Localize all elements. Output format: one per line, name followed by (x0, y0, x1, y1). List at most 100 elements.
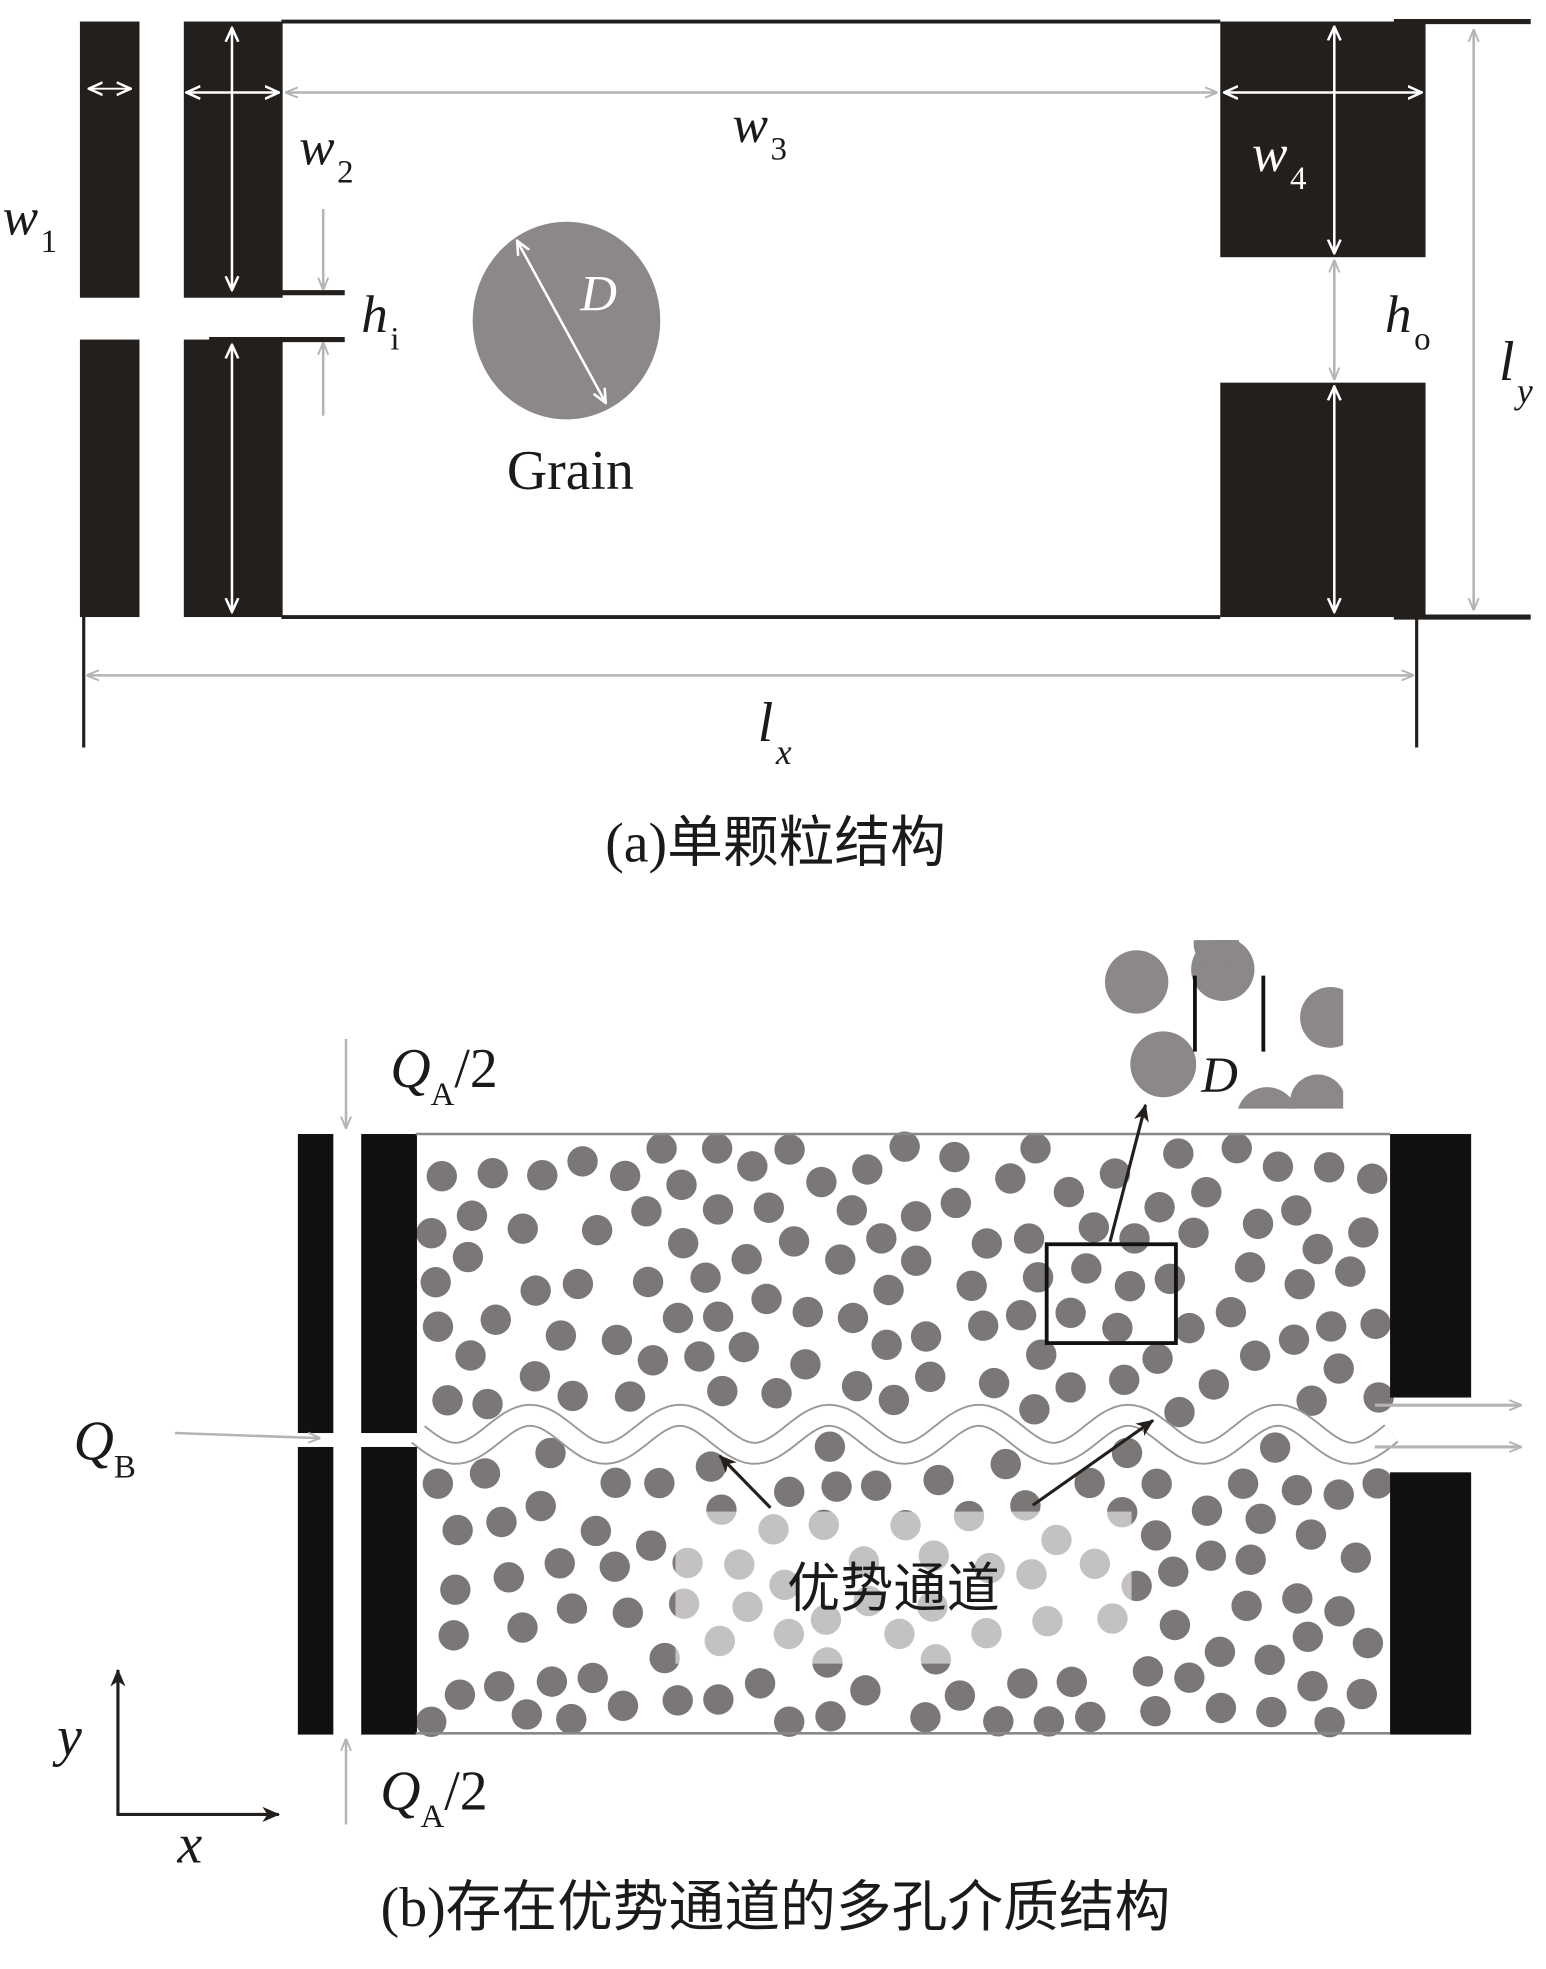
grain-particle (1102, 1312, 1133, 1344)
grain-particle (519, 1361, 551, 1392)
grain-particle (737, 1151, 768, 1182)
caption-a: (a)单颗粒结构 (605, 813, 946, 875)
grain-particle (1164, 1396, 1195, 1428)
label-qb: QB (74, 1411, 136, 1486)
grain-particle (662, 1302, 694, 1334)
grain-particle (1360, 1308, 1391, 1340)
grain-particle (995, 1163, 1026, 1194)
grain-particle (1198, 1369, 1230, 1400)
grain-particle (1363, 1382, 1394, 1413)
grain-particle (1141, 1468, 1172, 1500)
grain-particle (731, 1243, 762, 1275)
grain-particle (1022, 1262, 1054, 1293)
grain-particle (1140, 1695, 1171, 1727)
grain-particle (416, 1706, 447, 1738)
grain-particle (1114, 1270, 1146, 1302)
grain-particle (1362, 1468, 1393, 1499)
grain-particle (1313, 1152, 1345, 1183)
grain-particle (577, 1662, 608, 1694)
grain-particle (1158, 1556, 1189, 1587)
label-w2: w2 (299, 118, 354, 191)
grain-particle (1078, 1212, 1110, 1243)
grain-particle (1053, 1176, 1085, 1208)
grain-particle (1296, 1385, 1327, 1416)
grain-particle (1281, 1474, 1313, 1506)
panel-a-single-grain: D Grain w1 w2 w3 w4 hi ho ly lx (a)单颗粒结构 (3, 19, 1533, 875)
grain-particle (520, 1275, 551, 1306)
grain-particle (567, 1146, 598, 1177)
label-ho: ho (1385, 285, 1431, 358)
grain-particle (707, 1375, 738, 1407)
grain-particle (774, 1476, 805, 1508)
grain-particle (744, 1668, 776, 1699)
label-hi: hi (361, 285, 399, 358)
axis-y-label: y (52, 1706, 82, 1768)
grain-particle (438, 1620, 469, 1651)
grain-particle (1352, 1627, 1384, 1659)
grain-particle (631, 1196, 662, 1227)
grain-particle (599, 1551, 630, 1582)
label-lx: lx (758, 692, 792, 772)
grain-particle (1284, 1268, 1315, 1300)
grain-particle (612, 1597, 644, 1628)
grain-particle (940, 1187, 972, 1219)
grain-particle (1281, 1195, 1312, 1226)
grain-particle (1013, 1223, 1045, 1254)
grain-particle (701, 1133, 733, 1164)
channel-pointer-right (1031, 1419, 1155, 1507)
grain-particle (666, 1169, 697, 1201)
grain-particle (422, 1468, 454, 1499)
grain-particle (1111, 1437, 1143, 1469)
dimension-arrows (88, 27, 1474, 676)
grain-particle (915, 1361, 946, 1392)
grain-particle (1144, 1192, 1175, 1223)
grain-particle (426, 1161, 457, 1192)
grain-particle (637, 1345, 669, 1376)
grain-particle (792, 1296, 823, 1328)
grain-particle (761, 1378, 792, 1409)
grain-particle (751, 1283, 782, 1315)
zoom-callout-arrow (1108, 1103, 1149, 1243)
grain-particle (1191, 1495, 1223, 1526)
grain-particle (1132, 1656, 1164, 1687)
grain-particle (1154, 1263, 1186, 1295)
boundary-lines (82, 19, 1531, 748)
grain-particle (1323, 1353, 1354, 1384)
grain-particle (841, 1370, 873, 1402)
grain-particle (990, 1448, 1021, 1480)
grain-particle (1234, 1252, 1266, 1283)
channel-label-box (675, 1511, 1132, 1664)
grain-particle (1071, 1253, 1102, 1284)
grain (472, 221, 661, 420)
grain-particle (455, 1340, 486, 1371)
grain-particle (889, 1131, 920, 1162)
grain-particle (1323, 1479, 1354, 1510)
grain-particle (1348, 1217, 1379, 1248)
grain-particle (702, 1301, 734, 1332)
grain-particle (614, 1381, 646, 1412)
grain-particle (422, 1311, 454, 1342)
grain-particle (1245, 1503, 1276, 1535)
grain-particle (1297, 1670, 1328, 1702)
grain-particle (1315, 1311, 1347, 1342)
grain-particle (562, 1268, 594, 1300)
label-D: D (579, 265, 617, 321)
grain-particle (580, 1515, 612, 1547)
grain-particle (860, 1470, 892, 1501)
grain-particle (472, 1388, 503, 1420)
grain-particle (971, 1228, 1003, 1259)
grain-particle (1346, 1678, 1378, 1710)
grain-particle (900, 1201, 932, 1232)
grain-particle (1159, 1609, 1191, 1641)
grain-particle (480, 1304, 511, 1335)
label-w4: w4 (1252, 124, 1307, 197)
grain-particle (871, 1329, 902, 1361)
grain-particle (545, 1320, 577, 1351)
grain-particle (1231, 1590, 1262, 1622)
grain-particle (1174, 1662, 1205, 1693)
grain-particle (646, 1133, 677, 1164)
grain-particle (600, 1467, 631, 1499)
outlet-wall-top (1220, 21, 1426, 258)
grain-particle (607, 1690, 639, 1722)
grain-particle (609, 1160, 641, 1192)
